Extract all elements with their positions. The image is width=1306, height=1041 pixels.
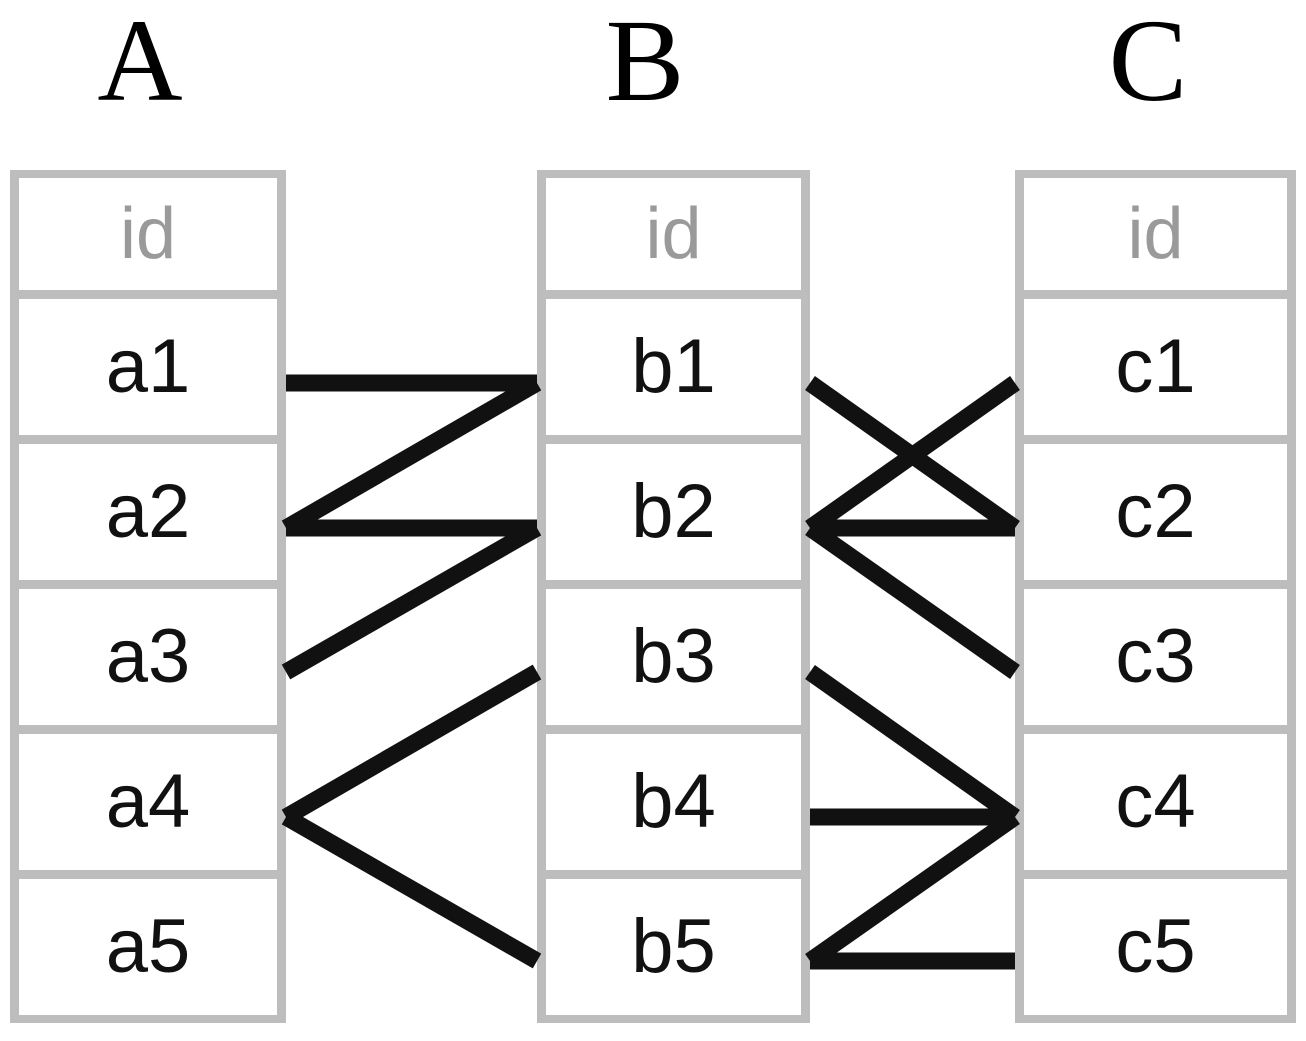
- table-a-row-2[interactable]: a2: [19, 444, 277, 580]
- table-letter-b: B: [605, 0, 685, 126]
- table-a-row-4[interactable]: a4: [19, 734, 277, 870]
- table-c-header-id: id: [1024, 178, 1287, 290]
- table-b-header-id: id: [546, 178, 801, 290]
- table-b-row-2[interactable]: b2: [546, 444, 801, 580]
- table-a-row-1[interactable]: a1: [19, 299, 277, 435]
- table-c-row-1[interactable]: c1: [1024, 299, 1287, 435]
- table-c-row-5[interactable]: c5: [1024, 879, 1287, 1015]
- table-c: id c1 c2 c3 c4 c5: [1015, 170, 1296, 1023]
- link-b3-to-c4: [805, 665, 1020, 824]
- table-letter-c: C: [1108, 0, 1188, 126]
- link-a2-to-b1: [281, 375, 542, 536]
- table-a-header-id: id: [19, 178, 277, 290]
- link-b2-to-c3: [805, 521, 1020, 679]
- table-b-row-1[interactable]: b1: [546, 299, 801, 435]
- table-b-row-5[interactable]: b5: [546, 879, 801, 1015]
- link-a3-to-b2: [281, 520, 542, 680]
- link-b1-to-c2: [805, 376, 1020, 535]
- table-c-row-2[interactable]: c2: [1024, 444, 1287, 580]
- table-a-row-5[interactable]: a5: [19, 879, 277, 1015]
- table-b-row-3[interactable]: b3: [546, 589, 801, 725]
- link-b2-to-c1: [805, 376, 1020, 535]
- table-b-row-4[interactable]: b4: [546, 734, 801, 870]
- table-letter-a: A: [97, 0, 183, 126]
- table-a: id a1 a2 a3 a4 a5: [10, 170, 286, 1023]
- link-a4-to-b5: [281, 809, 542, 969]
- table-c-row-3[interactable]: c3: [1024, 589, 1287, 725]
- link-b5-to-c4: [805, 810, 1020, 968]
- table-b: id b1 b2 b3 b4 b5: [537, 170, 810, 1023]
- table-c-row-4[interactable]: c4: [1024, 734, 1287, 870]
- table-a-row-3[interactable]: a3: [19, 589, 277, 725]
- link-a4-to-b3: [281, 664, 542, 825]
